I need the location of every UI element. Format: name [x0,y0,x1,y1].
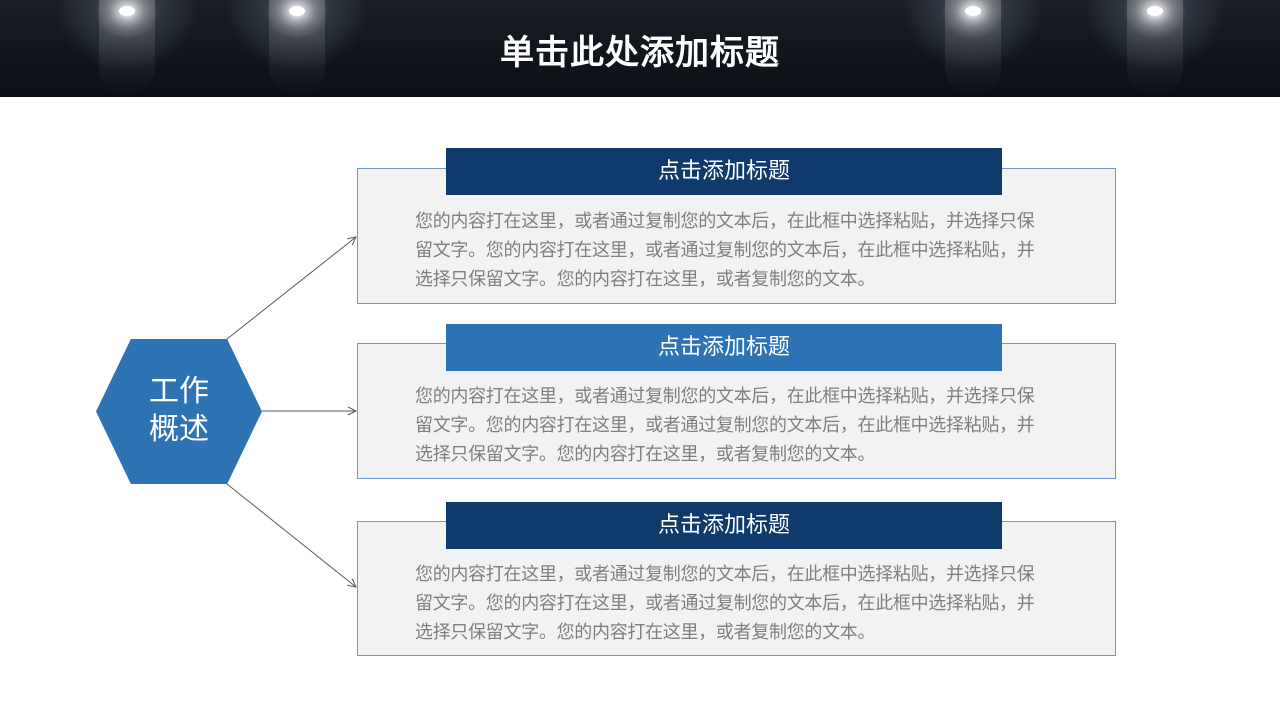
spotlight [269,0,325,96]
card-body-text[interactable]: 您的内容打在这里，或者通过复制您的文本后，在此框中选择粘贴，并选择只保 留文字。… [415,207,1085,294]
card-text-line: 您的内容打在这里，或者通过复制您的文本后，在此框中选择粘贴，并选择只保 [415,564,1035,585]
header-banner: 单击此处添加标题 [0,0,1280,97]
card-text-line: 您的内容打在这里，或者通过复制您的文本后，在此框中选择粘贴，并选择只保 [415,386,1035,407]
card-text-line: 您的内容打在这里，或者通过复制您的文本后，在此框中选择粘贴，并选择只保 [415,211,1035,232]
spotlight [1127,0,1183,96]
card-body-text[interactable]: 您的内容打在这里，或者通过复制您的文本后，在此框中选择粘贴，并选择只保 留文字。… [415,560,1085,647]
card-title-bar-2[interactable]: 点击添加标题 [446,324,1002,371]
spotlight [99,0,155,96]
card-title-bar-1[interactable]: 点击添加标题 [446,148,1002,195]
card-text-line: 留文字。您的内容打在这里，或者通过复制您的文本后，在此框中选择粘贴，并 [415,240,1035,261]
card-title-bar-3[interactable]: 点击添加标题 [446,502,1002,549]
hexagon-label-line-1: 工作 [149,374,209,409]
spotlight-bulb [965,6,981,16]
card-text-line: 选择只保留文字。您的内容打在这里，或者复制您的文本。 [415,269,876,290]
hexagon-label[interactable]: 工作 概述 [96,373,262,449]
arrow-to-card-1 [226,237,356,340]
card-text-line: 选择只保留文字。您的内容打在这里，或者复制您的文本。 [415,444,876,465]
spotlight-bulb [1147,6,1163,16]
spotlight [945,0,1001,96]
hexagon-label-line-2: 概述 [149,412,209,447]
card-text-line: 留文字。您的内容打在这里，或者通过复制您的文本后，在此框中选择粘贴，并 [415,415,1035,436]
arrow-to-card-3 [226,483,356,587]
spotlight-bulb [289,6,305,16]
card-text-line: 留文字。您的内容打在这里，或者通过复制您的文本后，在此框中选择粘贴，并 [415,593,1035,614]
page-title[interactable]: 单击此处添加标题 [500,33,780,73]
card-body-text[interactable]: 您的内容打在这里，或者通过复制您的文本后，在此框中选择粘贴，并选择只保 留文字。… [415,382,1085,469]
spotlight-bulb [119,6,135,16]
card-text-line: 选择只保留文字。您的内容打在这里，或者复制您的文本。 [415,622,876,643]
hexagon-shape[interactable] [96,339,262,484]
